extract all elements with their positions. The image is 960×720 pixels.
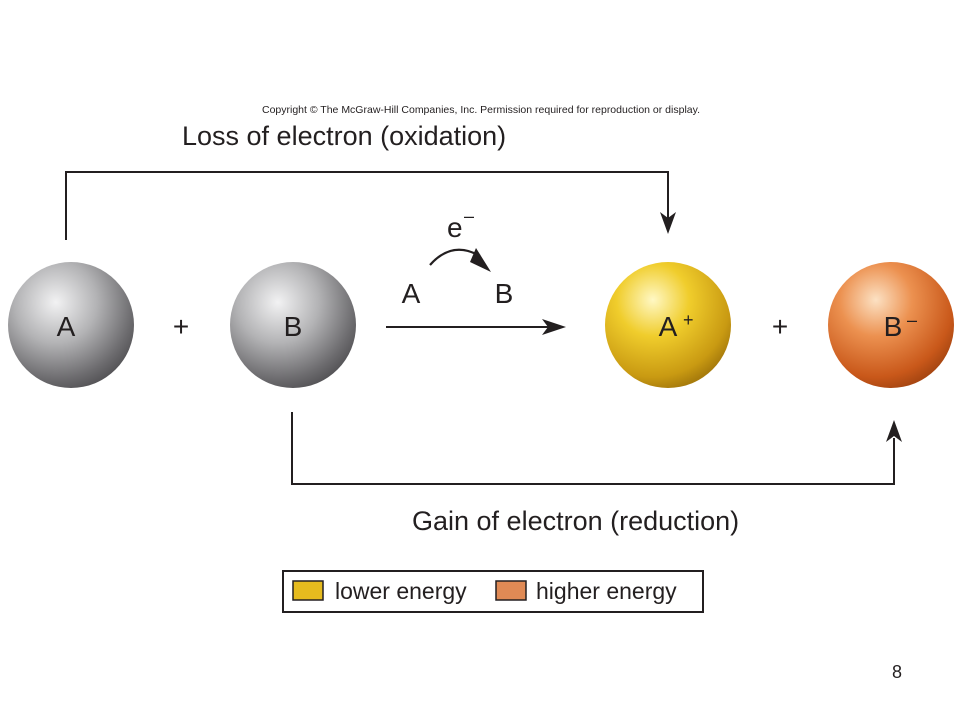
- reactant-b-label: B: [284, 311, 303, 342]
- electron-charge: –: [464, 206, 474, 226]
- legend-lower-label: lower energy: [335, 578, 467, 604]
- transfer-from-label: A: [402, 278, 421, 309]
- reactant-b-sphere: B: [230, 262, 356, 388]
- product-a-sphere: A +: [605, 262, 731, 388]
- electron-transfer-arrowhead: [470, 248, 491, 272]
- electron-symbol: e: [447, 212, 463, 243]
- product-b-label: B: [884, 311, 903, 342]
- reaction-arrowhead: [542, 319, 566, 335]
- reactant-a-label: A: [57, 311, 76, 342]
- reduction-label: Gain of electron (reduction): [412, 506, 739, 536]
- legend-higher-swatch: [495, 580, 527, 601]
- legend-box: [282, 570, 704, 613]
- page-number: 8: [892, 662, 902, 682]
- transfer-to-label: B: [495, 278, 514, 309]
- oxidation-connector: [65, 171, 669, 240]
- product-a-charge: +: [683, 310, 694, 330]
- product-plus-sign: +: [772, 311, 788, 342]
- legend-lower-swatch: [292, 580, 324, 601]
- product-a-label: A: [659, 311, 678, 342]
- oxidation-label: Loss of electron (oxidation): [182, 121, 506, 151]
- electron-label: e –: [447, 206, 474, 243]
- energy-legend: lower energy higher energy: [282, 570, 704, 613]
- copyright-text: Copyright © The McGraw-Hill Companies, I…: [262, 104, 700, 116]
- oxidation-arrowhead: [660, 212, 676, 234]
- reduction-arrowhead: [886, 420, 902, 442]
- reactant-a-sphere: A: [8, 262, 134, 388]
- legend-higher-label: higher energy: [536, 578, 677, 604]
- product-b-charge: –: [907, 310, 917, 330]
- product-b-sphere: B –: [828, 262, 954, 388]
- reactant-plus-sign: +: [173, 311, 189, 342]
- reduction-connector: [291, 412, 895, 485]
